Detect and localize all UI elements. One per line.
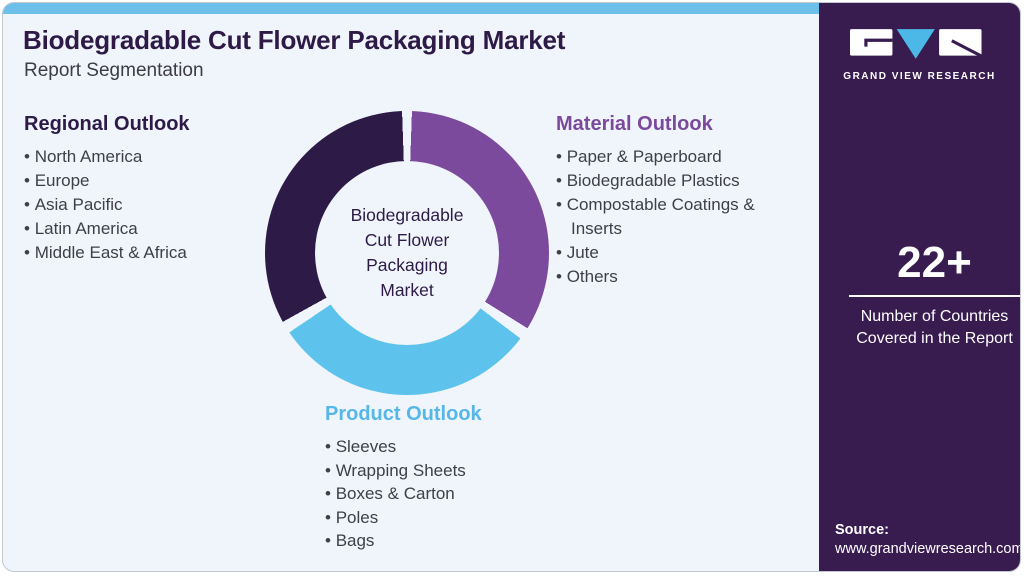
stat-value: 22+ — [897, 238, 972, 287]
logo-v-triangle — [896, 29, 935, 59]
list-item: Wrapping Sheets — [325, 459, 545, 483]
countries-stat: 22+ Number of Countries Covered in the R… — [849, 241, 1020, 350]
page-title: Biodegradable Cut Flower Packaging Marke… — [23, 25, 566, 55]
list-item: Europe — [24, 169, 254, 193]
product-outlook-list: Sleeves Wrapping Sheets Boxes & Carton P… — [325, 435, 545, 553]
list-item: North America — [24, 145, 254, 169]
logo-wordmark: GRAND VIEW RESEARCH — [843, 71, 996, 82]
sidebar: GRAND VIEW RESEARCH 22+ Number of Countr… — [819, 3, 1020, 571]
list-item: Sleeves — [325, 435, 545, 459]
top-accent-bar — [3, 3, 824, 14]
donut-chart: Biodegradable Cut Flower Packaging Marke… — [265, 111, 549, 395]
donut-center-label: Biodegradable Cut Flower Packaging Marke… — [350, 205, 464, 300]
material-outlook-title: Material Outlook — [556, 113, 713, 135]
list-item: Asia Pacific — [24, 193, 254, 217]
list-item: Biodegradable Plastics — [556, 169, 755, 193]
list-item: Others — [556, 265, 755, 289]
grand-view-research-logo — [849, 29, 982, 59]
list-item: Latin America — [24, 217, 254, 241]
logo-block: GRAND VIEW RESEARCH — [819, 29, 1020, 82]
stat-divider — [849, 295, 1020, 297]
list-item: Poles — [325, 506, 545, 530]
source-block: Source: www.grandviewresearch.com — [835, 522, 1021, 557]
list-item: Bags — [325, 529, 545, 553]
material-outlook-section: Material Outlook Paper & Paperboard Biod… — [556, 113, 755, 289]
page-subtitle: Report Segmentation — [24, 60, 204, 81]
list-item: Boxes & Carton — [325, 482, 545, 506]
stat-label: Number of Countries Covered in the Repor… — [856, 308, 1013, 347]
list-item: Compostable Coatings & Inserts — [556, 193, 755, 241]
product-outlook-title: Product Outlook — [325, 403, 482, 425]
source-label: Source: — [835, 522, 889, 538]
logo-g-cut — [863, 38, 892, 47]
material-outlook-list: Paper & Paperboard Biodegradable Plastic… — [556, 145, 755, 289]
donut-chart-hole: Biodegradable Cut Flower Packaging Marke… — [315, 161, 499, 345]
logo-r-cut — [950, 39, 982, 58]
product-outlook-section: Product Outlook Sleeves Wrapping Sheets … — [325, 403, 545, 553]
source-url: www.grandviewresearch.com — [835, 541, 1021, 557]
regional-outlook-section: Regional Outlook North America Europe As… — [24, 113, 254, 265]
list-item: Middle East & Africa — [24, 241, 254, 265]
regional-outlook-list: North America Europe Asia Pacific Latin … — [24, 145, 254, 265]
list-item: Jute — [556, 241, 755, 265]
logo-g-block — [849, 29, 892, 56]
list-item: Paper & Paperboard — [556, 145, 755, 169]
regional-outlook-title: Regional Outlook — [24, 113, 190, 135]
